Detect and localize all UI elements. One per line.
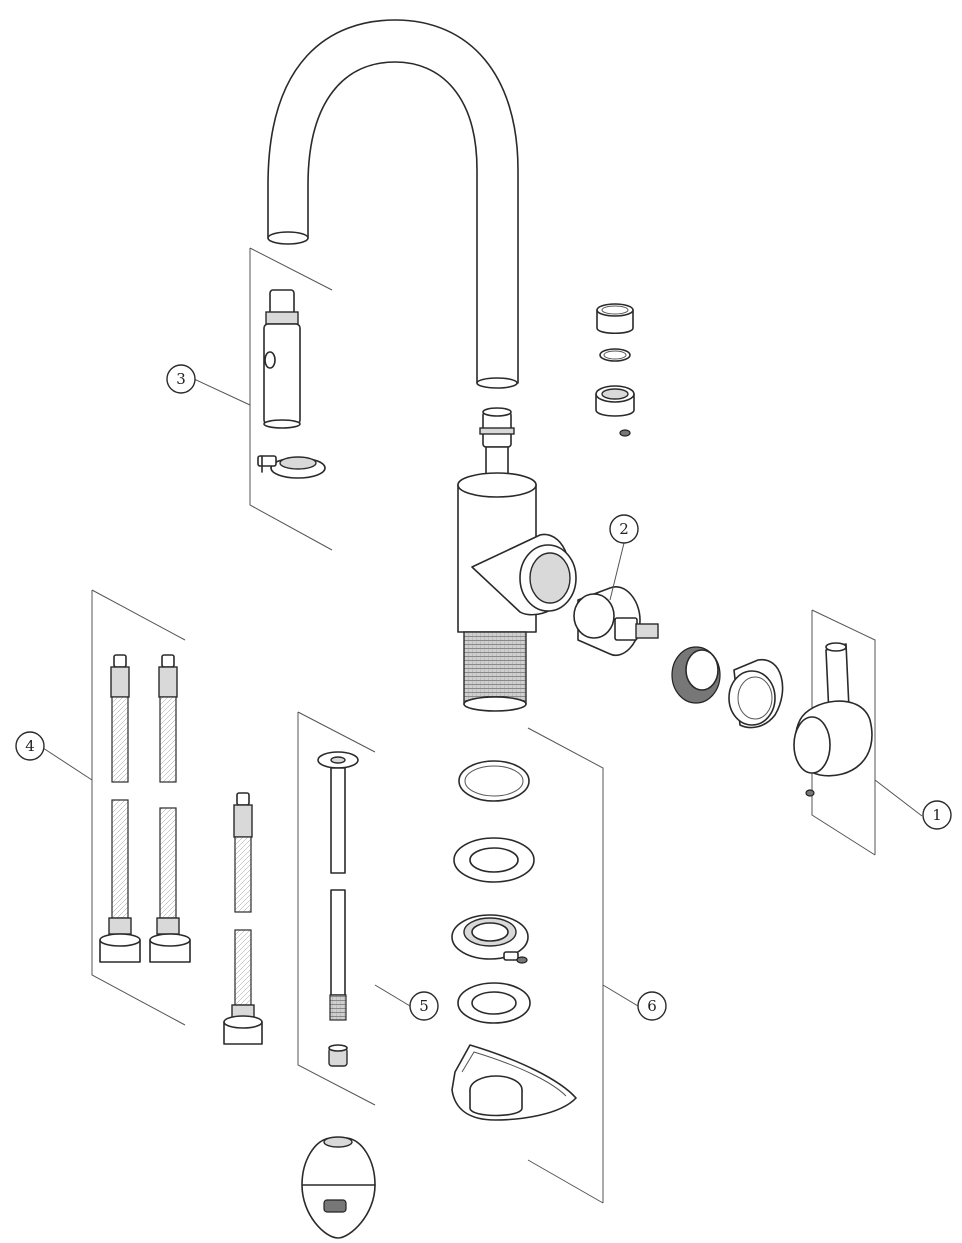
spout [267,19,519,389]
callout-1: 1 [922,800,952,830]
callout-4-label: 4 [25,737,35,755]
cover-ring [728,659,784,729]
callout-5: 5 [409,991,439,1021]
callout-2-label: 2 [619,520,629,538]
cartridge-cap [596,303,634,335]
base-plate [451,914,529,964]
base-o-ring [458,760,530,802]
callout-2: 2 [609,514,639,544]
hose-weight [301,1136,376,1239]
group-5-frame [297,711,376,1106]
group-3-frame [249,247,333,551]
handle-lever [793,642,873,797]
callout-5-label: 5 [419,997,429,1015]
callout-4: 4 [15,731,45,761]
faucet-body [457,407,577,712]
callout-3: 3 [166,364,196,394]
stud-nut [328,1044,348,1067]
group-6-frame [527,727,604,1204]
group-1-frame [811,609,876,856]
supply-hose-left [99,654,141,963]
callout-6: 6 [637,991,667,1021]
o-ring-small [599,348,631,362]
supply-hose-right [149,654,191,963]
washer [457,982,531,1024]
callout-6-label: 6 [647,997,657,1015]
mounting-bracket [451,1044,577,1121]
hose-clip [257,455,326,479]
threaded-nut [671,646,721,704]
leader-lines [39,378,923,1007]
aerator-connector [263,289,301,429]
supply-hose-short [223,792,263,1045]
callout-1-label: 1 [932,806,942,824]
cartridge-collar [595,385,635,417]
set-screw-small [619,429,631,437]
mounting-stud [317,751,359,1021]
base-gasket [453,837,535,883]
cartridge [573,586,659,657]
group-4-frame [91,589,186,1026]
callout-3-label: 3 [176,370,186,388]
